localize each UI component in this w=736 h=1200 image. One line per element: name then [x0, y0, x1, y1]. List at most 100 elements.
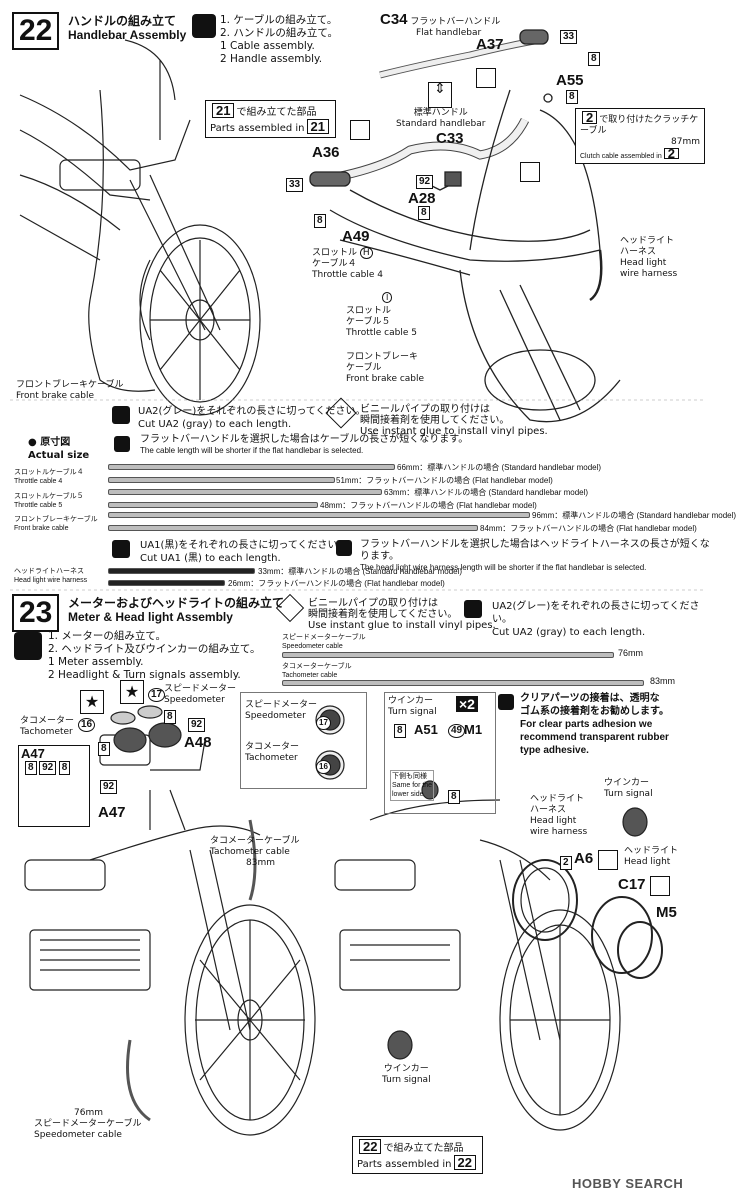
ua2-23-jp: UA2(グレー)をそれぞれの長さに切ってください。	[492, 601, 700, 625]
step-23-instructions: 1. メーターの組み立て。 2. ヘッドライト及びウインカーの組み立て。 1 M…	[48, 630, 261, 682]
tacho-cable-label-bike: タコメーターケーブル Tachometer cable 83mm	[210, 836, 299, 869]
callout-22-jp: で組み立てた部品	[383, 1143, 464, 1154]
instr23-jp1: 1. メーターの組み立て。	[48, 630, 167, 642]
flat-note-jp: フラットバーハンドルを選択した場合はケーブルの長さが短くなります。	[140, 434, 469, 445]
part-a6: A6	[574, 850, 594, 867]
th5-en: Throttle cable 5	[346, 328, 417, 338]
fb-actual-label: フロントブレーキケーブル Front brake cable	[14, 515, 98, 533]
tc-en: Tachometer cable	[282, 672, 338, 679]
a47-num-92: 92	[39, 761, 57, 775]
turn-signal-label-3: ウインカー Turn signal	[382, 1064, 431, 1086]
glue-tool-icon-23	[14, 632, 42, 660]
flat-note-en: The cable length will be shorter if the …	[140, 446, 364, 455]
cable-bar-51	[108, 477, 335, 483]
clear-jp1: クリアパーツの接着は、透明な	[520, 693, 660, 704]
turn-jp: ウインカー	[388, 696, 434, 706]
part-num-8d: 8	[418, 206, 430, 220]
tacho-face-en: Tachometer	[245, 753, 298, 763]
hl-jp1: ヘッドライト	[620, 236, 675, 246]
hl23-jp2: ハーネス	[530, 805, 567, 815]
hl23-en1: Head light	[530, 816, 577, 826]
cutting-icon-3	[464, 600, 482, 618]
hl-harness-note: フラットバーハンドルを選択した場合はヘッドライトハーネスの長さが短くなります。 …	[360, 539, 716, 573]
a47-num-8b: 8	[58, 761, 71, 775]
speedo-cable-bar	[282, 652, 614, 658]
fba-jp: フロントブレーキケーブル	[14, 516, 98, 523]
cement-icon-5	[650, 876, 670, 896]
ua1-en: Cut UA1 (黒) to each length.	[140, 553, 281, 564]
ua2-en: Cut UA2 (gray) to each length.	[138, 419, 292, 430]
front-brake-cable-left-label: フロントブレーキケーブル Front brake cable	[16, 380, 123, 402]
tc2-en: Tachometer cable	[210, 847, 290, 857]
throttle-cable-4-label: スロットル H ケーブル４ Throttle cable 4	[312, 247, 383, 281]
turn-signal-label: ウインカー Turn signal	[388, 696, 437, 718]
part-num-17: 17	[148, 688, 166, 702]
cement-icon-3	[520, 162, 540, 182]
headlight-en: Head light	[624, 857, 671, 867]
ua2-jp: UA2(グレー)をそれぞれの長さに切ってください。	[138, 406, 366, 417]
part-num-16: 16	[78, 718, 96, 732]
callout-22-en: Parts assembled in	[357, 1159, 452, 1170]
part-num-33a: 33	[560, 30, 578, 44]
step-23-title-en: Meter & Head light Assembly	[68, 610, 233, 624]
fb-jp1: フロントブレーキ	[346, 352, 419, 362]
swap-arrows-icon: ⇕	[428, 82, 452, 108]
meter-face-box	[240, 692, 367, 789]
actual-en: Actual size	[28, 450, 90, 461]
lower-en2: lower side	[392, 791, 424, 798]
hl-harness-label-23: ヘッドライト ハーネス Head light wire harness	[530, 794, 587, 838]
star-icon: ★	[80, 690, 104, 714]
clear-parts-note: クリアパーツの接着は、透明な ゴム系の接着剤をお勧めします。 For clear…	[520, 692, 669, 757]
cement-icon-2	[350, 120, 370, 140]
ts-num-49: 49	[448, 724, 466, 738]
step-22-title: ハンドルの組み立て Handlebar Assembly	[68, 14, 186, 42]
bar-label-66: 66mm：標準ハンドルの場合 (Standard handlebar model…	[397, 463, 602, 472]
hl-en1: Head light	[620, 258, 667, 268]
step-22-title-jp: ハンドルの組み立て	[68, 14, 177, 28]
th5a-jp: スロットルケーブル５	[14, 493, 84, 500]
step-22-number: 22	[12, 12, 60, 50]
cable-bar-84	[108, 525, 478, 531]
tc-jp: タコメーターケーブル	[282, 663, 352, 670]
ts-num-8a: 8	[394, 724, 406, 738]
part-num-2: 2	[560, 856, 572, 870]
clear-en3: type adhesive.	[520, 745, 589, 756]
fbl-jp: フロントブレーキケーブル	[16, 380, 124, 390]
clutch-len: 87mm	[671, 137, 700, 147]
speedo-face-jp: スピードメーター	[245, 700, 318, 710]
ua2-note-23: UA2(グレー)をそれぞれの長さに切ってください。 Cut UA2 (gray)…	[492, 600, 716, 639]
tacho-face-label: タコメーター Tachometer	[245, 742, 299, 764]
sc2-len: 76mm	[74, 1108, 103, 1118]
glue-icon-2	[114, 436, 130, 452]
turn2-jp: ウインカー	[604, 778, 650, 788]
turn-signal-box	[384, 692, 496, 814]
hl-en2: wire harness	[620, 269, 678, 279]
hl-note-en: The head light wire harness length will …	[360, 563, 647, 572]
instr23-en2: 2 Headlight & Turn signals assembly.	[48, 669, 241, 681]
hla-jp: ヘッドライトハーネス	[14, 568, 84, 575]
speedometer-label: スピードメーター Speedometer	[164, 684, 236, 706]
step-23-title-jp: メーターおよびヘッドライトの組み立て	[68, 596, 285, 610]
sc-jp: スピードメーターケーブル	[282, 634, 366, 641]
cable-bar-33	[108, 568, 255, 574]
ua1-jp: UA1(黒)をそれぞれの長さに切ってください。	[140, 540, 348, 551]
hl-note-jp: フラットバーハンドルを選択した場合はヘッドライトハーネスの長さが短くなります。	[360, 539, 710, 562]
flat-handlebar-label: C34 フラットバーハンドル Flat handlebar	[380, 11, 500, 39]
th4a-jp: スロットルケーブル４	[14, 469, 84, 476]
step-23-number: 23	[12, 594, 60, 632]
step-23-title: メーターおよびヘッドライトの組み立て Meter & Head light As…	[68, 596, 284, 624]
th4-en: Throttle cable 4	[312, 270, 383, 280]
bar-label-96: 96mm：標準ハンドルの場合 (Standard handlebar model…	[532, 511, 736, 520]
lower-en1: Same for the	[392, 782, 433, 789]
vinyl-glue-note: ビニールパイプの取り付けは 瞬間接着剤を使用してください。 Use instan…	[360, 404, 548, 437]
part-c34: C34	[380, 11, 408, 28]
vinyl-jp1: ビニールパイプの取り付けは	[360, 404, 490, 415]
a47-detail-box: A47 8 92 8	[18, 745, 90, 827]
vinyl23-jp1: ビニールパイプの取り付けは	[308, 598, 438, 609]
clear-en2: recommend transparent rubber	[520, 732, 669, 743]
cable-bar-66	[108, 464, 395, 470]
part-num-33b: 33	[286, 178, 304, 192]
